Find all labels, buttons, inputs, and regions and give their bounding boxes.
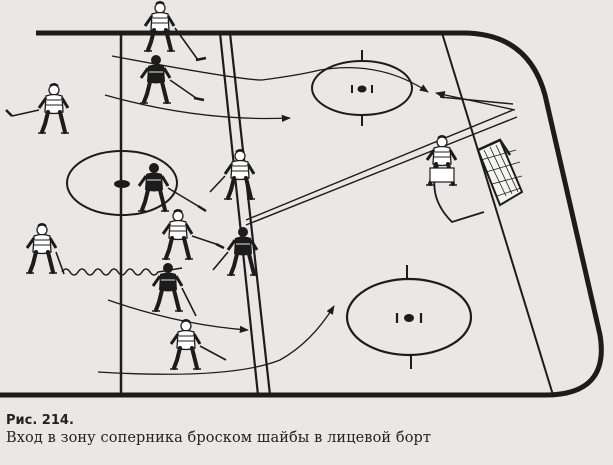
puck-carry-wave — [61, 267, 183, 276]
player-defender-5 — [150, 261, 197, 317]
skating-routes — [97, 55, 429, 375]
player-attacker-3 — [160, 208, 225, 261]
blue-line-b — [228, 32, 272, 396]
goalkeeper — [424, 134, 459, 187]
figure-label: Рис. 214. — [6, 413, 74, 428]
player-attacker-2 — [5, 82, 71, 135]
player-attacker-1 — [142, 0, 207, 62]
player-puck-carrier — [24, 222, 65, 275]
figure-caption: Рис. 214. Вход в зону соперника броском … — [6, 413, 606, 447]
blue-line-a — [218, 32, 260, 396]
player-defender-2 — [136, 161, 207, 213]
center-spot — [114, 180, 130, 188]
goal-line — [441, 32, 554, 396]
player-attacker-4 — [168, 318, 227, 371]
faceoff-spot-top — [351, 85, 373, 93]
goal-net — [476, 138, 524, 207]
rink-boards — [0, 30, 604, 398]
player-defender-4 — [212, 225, 260, 277]
rink-diagram — [0, 0, 604, 398]
player-defender-3 — [209, 148, 257, 201]
center-circle — [66, 150, 178, 216]
faceoff-circle-bottom — [345, 277, 473, 357]
puck-path — [245, 91, 518, 226]
faceoff-spot-bottom — [395, 313, 423, 323]
player-defender-1 — [138, 53, 205, 105]
figure-caption-text: Вход в зону соперника броском шайбы в ли… — [6, 430, 432, 446]
